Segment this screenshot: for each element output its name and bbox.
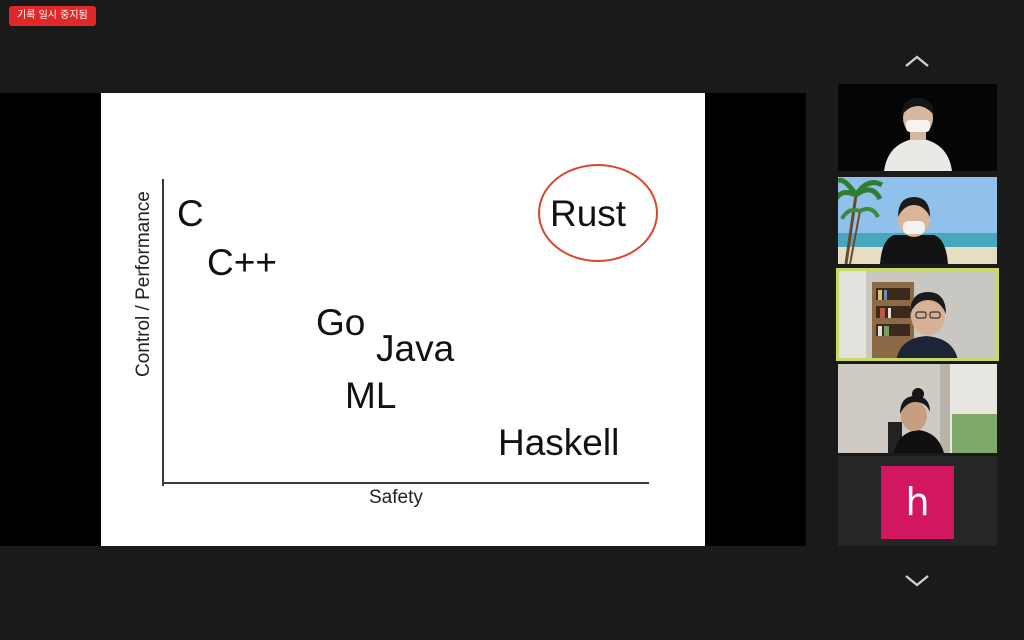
participant-4-room — [838, 364, 997, 453]
language-label-haskell: Haskell — [498, 422, 620, 463]
participant-video-4[interactable] — [838, 364, 997, 453]
participant-2-beach-background — [838, 177, 997, 264]
language-label-ml: ML — [345, 375, 397, 416]
x-axis-label: Safety — [369, 487, 423, 508]
participant-1-silhouette — [838, 84, 997, 171]
y-axis-line — [162, 179, 164, 486]
recording-paused-badge[interactable]: 기록 일시 중지됨 — [9, 6, 96, 26]
language-label-java: Java — [376, 328, 455, 369]
participant-avatar-h: h — [881, 466, 954, 539]
participant-video-1[interactable] — [838, 84, 997, 171]
chevron-down-icon[interactable] — [904, 570, 930, 590]
y-axis-label: Control / Performance — [133, 191, 154, 377]
chevron-up-icon[interactable] — [904, 52, 930, 72]
presentation-slide: Control / Performance Safety C C++ Go Ja… — [101, 93, 705, 546]
language-label-go: Go — [316, 302, 366, 343]
rust-highlight-circle — [538, 164, 658, 262]
screen-share-area: Control / Performance Safety C C++ Go Ja… — [0, 93, 806, 546]
language-label-cpp: C++ — [207, 242, 277, 283]
participant-3-room — [836, 268, 999, 361]
participant-video-2[interactable] — [838, 177, 997, 264]
participant-video-3-active[interactable] — [836, 268, 999, 361]
x-axis-line — [162, 482, 649, 484]
language-label-c: C — [177, 193, 204, 234]
